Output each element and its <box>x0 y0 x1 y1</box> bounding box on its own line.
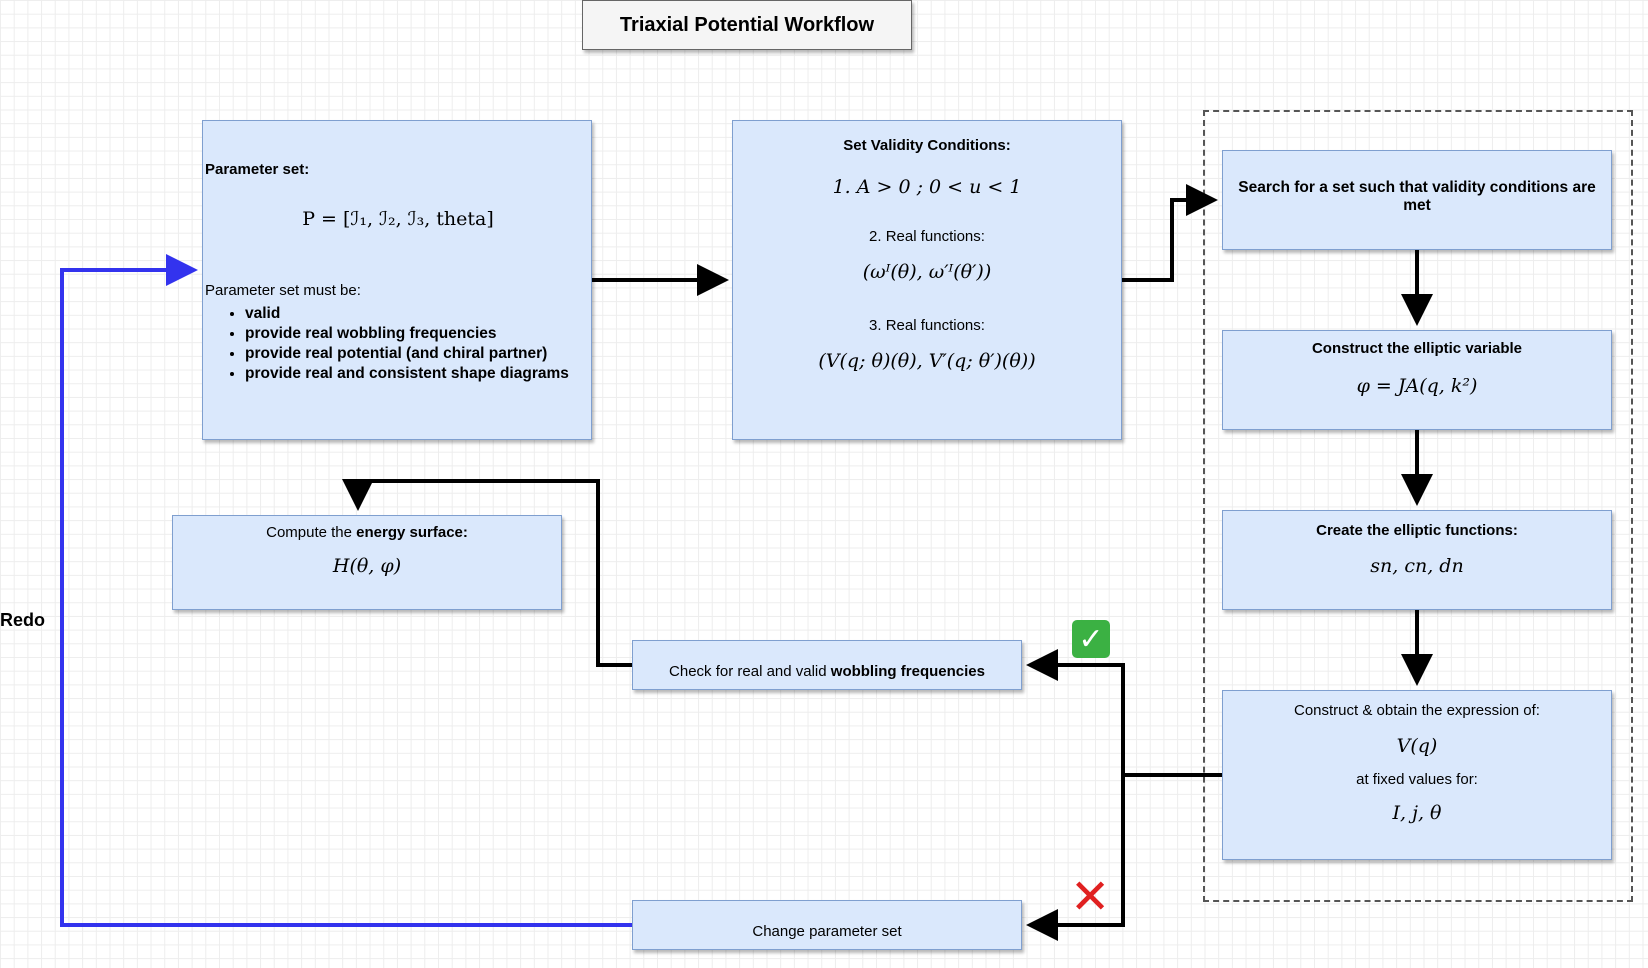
cross-mark-icon: ✕ <box>1070 871 1111 924</box>
validity-condition-3-formula: (V(q; θ)(θ), V′(q; θ′)(θ)) <box>818 350 1036 372</box>
energy-surface-box[interactable]: Compute the energy surface: H(θ, φ) <box>172 515 562 610</box>
validity-condition-2-formula: (ωᴵ(θ), ω′ᴵ(θ′)) <box>862 261 992 283</box>
energy-surface-bold: energy surface: <box>356 524 468 541</box>
potential-line-1: Construct & obtain the expression of: <box>1294 702 1540 719</box>
change-parameter-set-box[interactable]: Change parameter set <box>632 900 1022 950</box>
potential-expression-box[interactable]: Construct & obtain the expression of: V(… <box>1222 690 1612 860</box>
check-mark-icon: ✓ <box>1072 620 1110 658</box>
elliptic-functions-box[interactable]: Create the elliptic functions: sn, cn, d… <box>1222 510 1612 610</box>
list-item: valid <box>245 305 591 323</box>
parameter-set-formula: P = [ℐ₁, ℐ₂, ℐ₃, theta] <box>302 208 494 230</box>
energy-surface-plain: Compute the <box>266 524 357 541</box>
validity-heading: Set Validity Conditions: <box>843 137 1011 154</box>
parameter-requirements-list: valid provide real wobbling frequencies … <box>205 305 591 383</box>
redo-label: Redo <box>0 610 45 630</box>
change-parameter-set-text: Change parameter set <box>752 923 902 940</box>
potential-formula: V(q) <box>1396 735 1438 757</box>
check-wobbling-bold: wobbling frequencies <box>830 663 985 680</box>
elliptic-functions-formula: sn, cn, dn <box>1370 555 1464 577</box>
elliptic-variable-heading: Construct the elliptic variable <box>1311 340 1523 357</box>
diagram-title: Triaxial Potential Workflow <box>582 0 912 50</box>
check-wobbling-box[interactable]: Check for real and valid wobbling freque… <box>632 640 1022 690</box>
list-item: provide real and consistent shape diagra… <box>245 365 591 383</box>
arrow-redo-loop <box>60 254 632 927</box>
parameter-set-heading: Parameter set: <box>205 161 310 178</box>
validity-condition-1: 1. A > 0 ; 0 < u < 1 <box>832 176 1022 198</box>
validity-condition-2-label: 2. Real functions: <box>869 228 985 245</box>
arrow-to-change <box>1026 775 1125 941</box>
elliptic-construction-group <box>1203 110 1633 902</box>
parameter-set-requirements-label: Parameter set must be: <box>205 282 361 299</box>
parameter-set-box[interactable]: Parameter set: P = [ℐ₁, ℐ₂, ℐ₃, theta] P… <box>202 120 592 440</box>
arrow-to-check <box>1026 649 1125 775</box>
potential-line-2: at fixed values for: <box>1356 771 1478 788</box>
validity-condition-3-label: 3. Real functions: <box>869 317 985 334</box>
arrow-check-to-energy <box>342 479 632 667</box>
energy-surface-formula: H(θ, φ) <box>332 555 402 577</box>
validity-conditions-box[interactable]: Set Validity Conditions: 1. A > 0 ; 0 < … <box>732 120 1122 440</box>
list-item: provide real wobbling frequencies <box>245 325 591 343</box>
elliptic-functions-heading: Create the elliptic functions: <box>1316 522 1518 539</box>
elliptic-variable-formula: φ = JA(q, k²) <box>1356 375 1478 397</box>
energy-surface-text: Compute the energy surface: <box>173 524 561 541</box>
arrow-validity-to-search <box>1122 184 1218 282</box>
elliptic-variable-box[interactable]: Construct the elliptic variable φ = JA(q… <box>1222 330 1612 430</box>
potential-fixed-values: I, j, θ <box>1392 802 1442 824</box>
search-set-box[interactable]: Search for a set such that validity cond… <box>1222 150 1612 250</box>
list-item: provide real potential (and chiral partn… <box>245 345 591 363</box>
search-set-text: Search for a set such that validity cond… <box>1238 179 1596 214</box>
check-wobbling-plain: Check for real and valid <box>669 663 831 680</box>
